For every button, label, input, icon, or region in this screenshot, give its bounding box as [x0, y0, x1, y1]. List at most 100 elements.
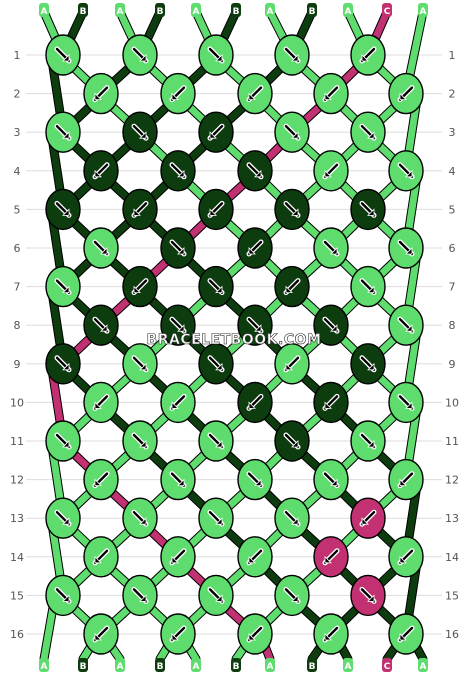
knot-arrow-head [94, 633, 102, 641]
knot-arrow-head [399, 92, 407, 100]
knot-arrow-head [405, 401, 413, 409]
knot-arrow-head [248, 401, 256, 409]
knot-arrow-head [177, 478, 185, 487]
knot-arrow-head [139, 594, 147, 602]
knot-arrow-head [215, 440, 223, 448]
row-number-right: 8 [449, 319, 456, 332]
knot-arrow-head [291, 54, 299, 62]
knot-arrow-head [94, 92, 102, 100]
string-label-bottom-chip [382, 658, 392, 672]
knot-arrow-head [177, 247, 185, 255]
string-label-top: A [345, 7, 352, 17]
row-number-right: 14 [445, 551, 459, 564]
string-label-top: A [117, 7, 124, 17]
string-label-bottom: B [80, 662, 87, 672]
knot-arrow-head [139, 131, 147, 139]
string-label-bottom: A [193, 662, 200, 672]
string-label-bottom-chip [418, 658, 428, 672]
knot-arrow-head [100, 324, 108, 332]
string-label-bottom: C [384, 662, 391, 672]
knot-arrow-head [324, 92, 332, 100]
knot-arrow-head [94, 555, 102, 564]
string-label-bottom: B [309, 662, 316, 672]
knot-arrow-head [291, 517, 299, 525]
knot-arrow-head [62, 517, 70, 525]
knot-arrow-head [399, 633, 407, 641]
knot-arrow-head [324, 555, 332, 564]
string-label-bottom-chip [39, 658, 49, 672]
knot-arrow-head [254, 478, 262, 487]
knot-arrow-head [285, 362, 293, 371]
string-label-bottom: A [420, 662, 427, 672]
row-number-right: 7 [449, 281, 456, 294]
watermark-text: BRACELETBOOK.COM [147, 332, 322, 348]
string-label-top-chip [265, 3, 275, 17]
knot-arrow-head [94, 478, 102, 487]
row-number-right: 16 [445, 628, 459, 641]
string-label-bottom: A [345, 662, 352, 672]
string-label-top: B [80, 7, 87, 17]
row-number-left: 7 [14, 281, 21, 294]
row-number-right: 9 [449, 358, 456, 371]
row-number-right: 13 [445, 512, 459, 525]
knot-arrow-head [139, 440, 147, 448]
string-label-bottom-chip [231, 658, 241, 672]
knot-arrow-head [291, 208, 299, 216]
knot-arrow-head [215, 594, 223, 602]
string-label-bottom: A [267, 662, 274, 672]
row-number-left: 14 [10, 551, 24, 564]
knot-arrow-head [215, 285, 223, 294]
knot-arrow-head [291, 594, 299, 602]
row-number-right: 15 [445, 589, 459, 602]
knot-arrow-head [254, 324, 262, 332]
knot-arrow-head [139, 362, 147, 371]
knot-arrow-head [62, 54, 70, 62]
string-label-bottom: A [117, 662, 124, 672]
string-label-bottom-chip [115, 658, 125, 672]
knot-arrow-head [361, 517, 369, 525]
string-label-top-chip [155, 3, 165, 17]
knot-arrow-head [139, 517, 147, 525]
knot-arrow-head [133, 208, 141, 216]
string-label-bottom-chip [307, 658, 317, 672]
knot-arrow-head [62, 440, 70, 448]
row-number-left: 2 [14, 88, 21, 101]
knot-arrow-head [330, 478, 338, 487]
string-label-top-chip [39, 3, 49, 17]
row-number-right: 3 [449, 126, 456, 139]
knot-arrow-head [209, 131, 217, 139]
knot-arrow-head [133, 285, 141, 294]
string-label-bottom-chip [265, 658, 275, 672]
knot-arrow-head [215, 54, 223, 62]
knot-arrow-head [291, 440, 299, 448]
string-label-top-chip [191, 3, 201, 17]
row-number-right: 4 [449, 165, 456, 178]
string-label-top: B [233, 7, 240, 17]
row-number-left: 16 [10, 628, 24, 641]
knot-arrow-head [62, 362, 70, 371]
row-number-left: 1 [14, 49, 21, 62]
row-number-left: 9 [14, 358, 21, 371]
knot-arrow-head [405, 169, 413, 178]
string-label-top-chip [382, 3, 392, 17]
string-label-bottom-chip [191, 658, 201, 672]
knot-arrow-head [324, 401, 332, 409]
knot-arrow-head [209, 208, 217, 216]
knot-arrow-head [215, 362, 223, 371]
row-number-right: 1 [449, 49, 456, 62]
row-number-left: 15 [10, 589, 24, 602]
knot-arrow-head [100, 247, 108, 255]
string-label-top-chip [231, 3, 241, 17]
string-label-top: A [41, 7, 48, 17]
string-label-bottom: A [41, 662, 48, 672]
knot-arrow-head [62, 208, 70, 216]
knot-arrow-head [367, 440, 375, 448]
row-number-left: 13 [10, 512, 24, 525]
string-label-top-chip [78, 3, 88, 17]
knot-arrow-head [139, 54, 147, 62]
knot-arrow-head [215, 517, 223, 525]
thread-segment [40, 603, 57, 663]
row-number-left: 10 [10, 396, 24, 409]
knot-arrow-head [248, 92, 256, 100]
